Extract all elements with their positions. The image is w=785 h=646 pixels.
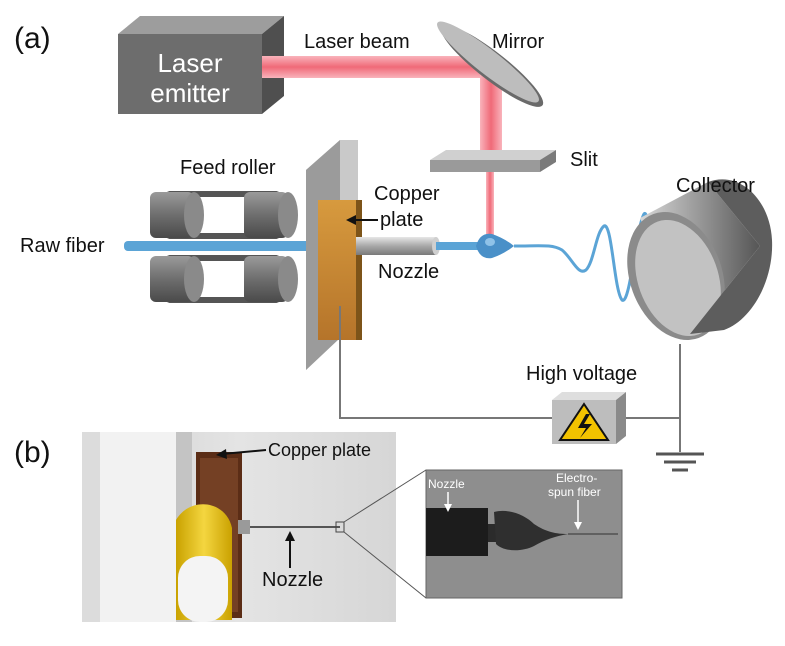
- circuit-wire: [339, 306, 552, 419]
- roller-top-left: [150, 192, 204, 238]
- slit-label: Slit: [570, 149, 598, 171]
- photo-copper-arrow: [221, 449, 267, 455]
- feed-roller-assembly: [150, 191, 298, 303]
- photo-copper-plate-label: Copper plate: [268, 440, 371, 460]
- roller-top-right: [244, 192, 298, 238]
- roller-bottom-left: [150, 256, 204, 302]
- laser-emitter-label-line2: emitter: [150, 78, 230, 108]
- laser-beam-vertical-upper: [480, 72, 502, 162]
- inset-fiber-label-line1: Electro-: [556, 471, 597, 485]
- slit: [430, 150, 556, 172]
- collector-label: Collector: [676, 175, 755, 197]
- electrospun-fiber: [513, 212, 662, 302]
- inset-nozzle-label: Nozzle: [428, 477, 465, 491]
- inset-droplet: [494, 510, 568, 551]
- panel-a-label: (a): [14, 22, 51, 55]
- panel-b-label: (b): [14, 436, 51, 469]
- laser-emitter-box: Laser emitter: [118, 16, 284, 114]
- laser-emitter-label-line1: Laser: [157, 48, 222, 78]
- raw-fiber-label: Raw fiber: [20, 235, 105, 257]
- laser-beam-label: Laser beam: [304, 31, 410, 53]
- raw-fiber: [124, 241, 320, 251]
- collector: [627, 179, 773, 340]
- feed-roller-label: Feed roller: [180, 157, 276, 179]
- zoom-line-top: [343, 469, 427, 523]
- ground-icon: [656, 452, 704, 472]
- high-voltage-warning-icon: [558, 402, 610, 441]
- copper-plate-label-line1: Copper: [374, 183, 440, 205]
- panel-b-photo: [82, 432, 396, 622]
- mirror: [437, 21, 544, 107]
- nozzle: [356, 237, 478, 255]
- roller-bottom-right: [244, 256, 298, 302]
- copper-plate-label-line2: plate: [380, 209, 423, 231]
- inset-fiber-label-line2: spun fiber: [548, 485, 601, 499]
- melt-droplet: [476, 233, 514, 259]
- laser-beam-vertical-lower: [486, 170, 494, 236]
- mirror-label: Mirror: [492, 31, 545, 53]
- photo-nozzle-label: Nozzle: [262, 569, 323, 591]
- inset-micrograph: [425, 469, 623, 599]
- heater-plate: [306, 140, 362, 370]
- zoom-line-bottom: [343, 531, 427, 599]
- laser-beam-horizontal: [262, 56, 498, 78]
- nozzle-label: Nozzle: [378, 261, 439, 283]
- high-voltage-label: High voltage: [526, 363, 637, 385]
